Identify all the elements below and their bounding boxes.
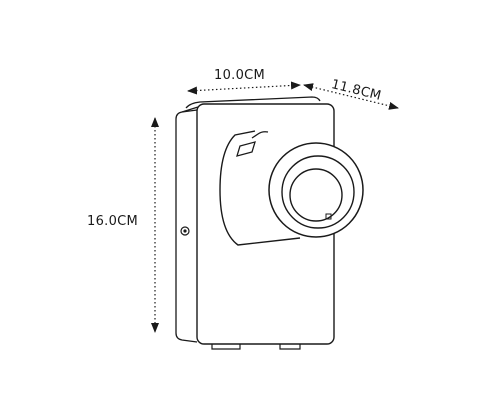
- bottom-foot-right: [279, 344, 301, 350]
- side-switch-center: [183, 229, 187, 233]
- back-plate: [175, 109, 198, 343]
- lamp-screw: [325, 213, 332, 220]
- top-edge: [185, 96, 321, 109]
- depth-dimension-line: [303, 83, 399, 110]
- height-dimension-label: 16.0CM: [87, 214, 139, 229]
- side-switch: [180, 226, 190, 236]
- bottom-foot-left: [211, 344, 241, 350]
- lamp-mount-top: [251, 131, 269, 139]
- lamp-mount-bracket: [236, 141, 256, 157]
- width-dimension-line: [187, 81, 301, 95]
- width-dimension-label: 10.0CM: [214, 68, 266, 83]
- back-plate-top-edge: [181, 106, 199, 113]
- lamp-lens: [289, 168, 343, 222]
